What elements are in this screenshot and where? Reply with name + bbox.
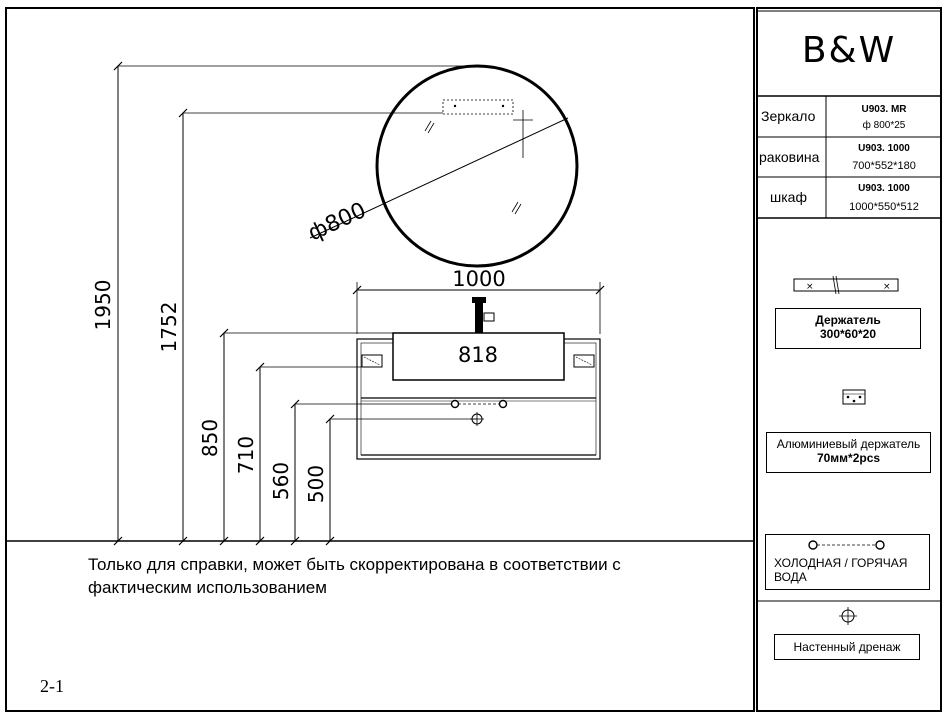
mirror-holder-dashed: [442, 99, 514, 115]
height-850-dimension: 850: [198, 328, 393, 546]
aluminium-holder-line2: 70мм*2pcs: [816, 451, 881, 465]
width-label: 1000: [452, 267, 505, 291]
basin: 818: [392, 332, 565, 381]
bracket-right: [573, 354, 595, 368]
row-code-basin: U903. 1000: [858, 143, 910, 154]
height-710-dimension: 710: [234, 362, 362, 546]
holder-label-line2: 300*60*20: [819, 327, 877, 341]
sidebar-frame: [756, 7, 942, 712]
aluminium-holder-box: Алюминиевый держатель 70мм*2pcs: [766, 432, 931, 473]
reference-note: Только для справки, может быть скорректи…: [88, 553, 621, 599]
mirror-diameter-label: ф800: [304, 198, 370, 246]
height-850-label: 850: [198, 419, 222, 457]
holder-symbol: × ×: [793, 275, 899, 295]
reference-note-line2: фактическим использованием: [88, 578, 327, 597]
drain-symbol: [839, 607, 857, 625]
row-code-cabinet: U903. 1000: [858, 183, 910, 194]
faucet: [472, 297, 495, 333]
height-710-label: 710: [234, 436, 258, 474]
row-label-mirror: Зеркало: [761, 108, 816, 124]
aluminium-holder-symbol: [842, 389, 866, 405]
holder-label-box: Держатель 300*60*20: [775, 308, 921, 349]
row-label-cabinet: шкаф: [770, 189, 807, 205]
height-560-label: 560: [269, 462, 293, 500]
row-label-basin: раковина: [759, 149, 820, 165]
brand-logo: B&W: [801, 30, 897, 71]
diameter-leader: [309, 117, 569, 239]
drawing-frame: [5, 7, 755, 712]
height-1950-label: 1950: [91, 280, 115, 331]
basin-width-label: 818: [458, 343, 498, 367]
page-number: 2-1: [40, 676, 64, 696]
reference-note-line1: Только для справки, может быть скорректи…: [88, 555, 621, 574]
water-label-line2: ВОДА: [774, 570, 807, 584]
aluminium-holder-line1: Алюминиевый держатель: [776, 437, 921, 451]
height-1752-dimension: 1752: [157, 108, 443, 546]
height-500-label: 500: [304, 465, 328, 503]
row-size-cabinet: 1000*550*512: [849, 201, 919, 213]
holder-label-line1: Держатель: [815, 313, 881, 327]
row-size-basin: 700*552*180: [852, 160, 916, 172]
drain-label: Настенный дренаж: [793, 640, 901, 654]
row-size-mirror: ф 800*25: [862, 120, 906, 131]
mirror: ф800: [304, 64, 579, 268]
svg-text:×: ×: [883, 282, 891, 292]
drain-label-box: Настенный дренаж: [774, 634, 920, 660]
bracket-left: [361, 354, 383, 368]
row-code-mirror: U903. MR: [861, 104, 907, 115]
height-1752-label: 1752: [157, 302, 181, 353]
water-connections: [295, 399, 508, 409]
drain: [330, 412, 484, 426]
height-1950-dimension: 1950: [91, 61, 477, 546]
water-label-line1: ХОЛОДНАЯ / ГОРЯЧАЯ: [774, 556, 908, 570]
height-560-dimension: 560: [269, 399, 300, 546]
width-dimension: 1000: [352, 267, 605, 334]
height-500-dimension: 500: [304, 414, 335, 546]
water-symbol: [808, 540, 885, 550]
water-label-box: ХОЛОДНАЯ / ГОРЯЧАЯ ВОДА: [765, 534, 930, 590]
svg-text:×: ×: [806, 282, 814, 292]
spec-table-lines: [757, 95, 941, 602]
